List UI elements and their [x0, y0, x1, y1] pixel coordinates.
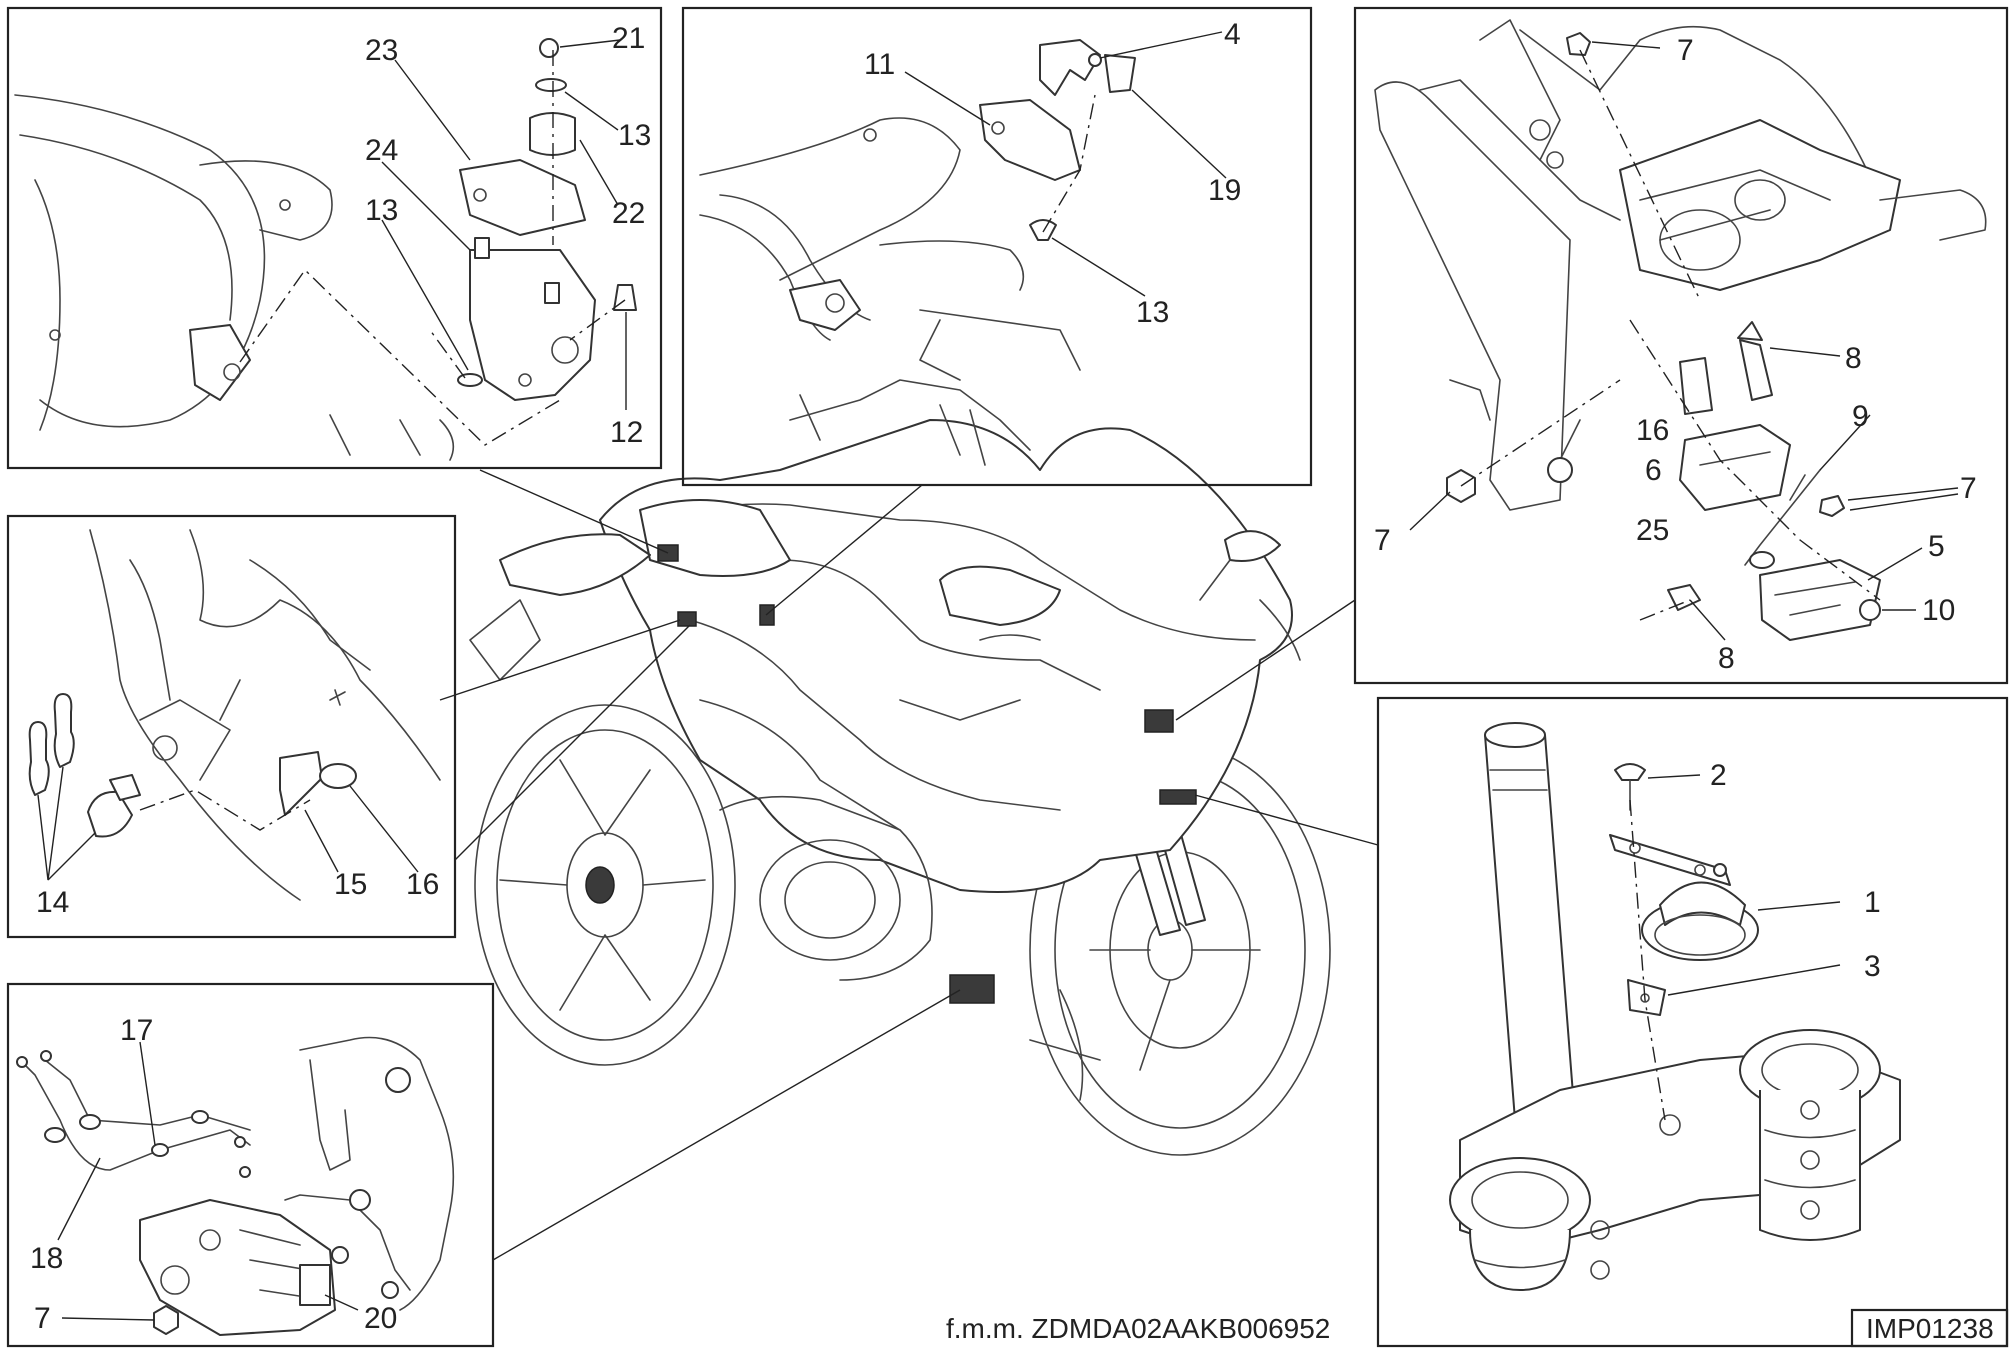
nut-icon	[153, 1305, 179, 1335]
bracket-part	[1627, 979, 1666, 1016]
key-icon	[53, 693, 75, 768]
callout-21: 21	[612, 22, 645, 55]
callout-17: 17	[120, 1014, 153, 1047]
clip-part	[1039, 39, 1101, 96]
callout-13c: 13	[1136, 296, 1169, 329]
callout-6: 6	[1645, 454, 1662, 487]
fitting-icon	[16, 1056, 28, 1068]
panel-frame	[1376, 696, 2009, 1348]
control-module	[1759, 559, 1881, 641]
panel-seat-area: 11 4 19 13	[681, 6, 1313, 487]
panel-frame	[1353, 6, 2009, 685]
callout-3: 3	[1864, 950, 1881, 983]
callout-24: 24	[365, 134, 398, 167]
frame-number: f.m.m. ZDMDA02AAKB006952	[946, 1313, 1330, 1344]
callout-8a: 8	[1845, 342, 1862, 375]
hook-mount	[189, 324, 251, 401]
callout-15: 15	[334, 868, 367, 901]
callout-10: 10	[1922, 594, 1955, 627]
callout-9: 9	[1852, 400, 1869, 433]
panel-horn: 2 1 3	[1376, 696, 2009, 1348]
callout-23: 23	[365, 34, 398, 67]
control-module	[1679, 424, 1791, 511]
screw-icon	[1029, 219, 1057, 241]
nut-icon	[1088, 53, 1102, 67]
callout-7c: 7	[1374, 524, 1391, 557]
horn-bracket	[1609, 834, 1731, 886]
nut-icon	[1566, 32, 1591, 56]
callout-19: 19	[1208, 174, 1241, 207]
callout-5: 5	[1928, 530, 1945, 563]
sensor-part	[459, 159, 586, 236]
key-icon	[28, 721, 50, 796]
panel-frame	[6, 982, 495, 1348]
callout-12: 12	[610, 416, 643, 449]
abs-module	[139, 1199, 336, 1336]
callout-16: 16	[1636, 414, 1669, 447]
callout-13b: 13	[365, 194, 398, 227]
rubber-mount	[1679, 357, 1713, 415]
screw-icon	[1614, 763, 1646, 781]
callout-8b: 8	[1718, 642, 1735, 675]
reference-box	[1850, 1308, 2009, 1348]
lock-cylinder	[87, 790, 133, 838]
nut-icon	[1859, 599, 1881, 621]
callout-22: 22	[612, 197, 645, 230]
callout-18: 18	[30, 1242, 63, 1275]
callout-1: 1	[1864, 886, 1881, 919]
bolt-icon	[539, 38, 559, 58]
panel-rear-tail: 23 21 13 22 24 13 12	[6, 6, 663, 470]
washer-icon	[319, 763, 357, 789]
bracket-part	[469, 249, 596, 401]
callout-7b: 7	[1960, 472, 1977, 505]
callout-16b: 16	[406, 868, 439, 901]
callout-25: 25	[1636, 514, 1669, 547]
bracket-part	[279, 751, 323, 816]
panel-frame	[681, 6, 1313, 487]
panel-front-subframe: 7 8 16 9 6 7 25 7 5 10 8	[1353, 6, 2009, 685]
panel-frame	[6, 6, 663, 470]
callout-2: 2	[1710, 759, 1727, 792]
callout-7d: 7	[34, 1302, 51, 1335]
panel-frame	[6, 514, 457, 939]
motorcycle-illustration	[469, 419, 1331, 1156]
sensor-bracket	[979, 99, 1081, 181]
callout-11: 11	[864, 48, 895, 81]
callout-13: 13	[618, 119, 651, 152]
reference-code: IMP01238	[1866, 1313, 1994, 1344]
callout-connectors	[439, 469, 1379, 1261]
callout-14: 14	[36, 886, 69, 919]
fitting-icon	[40, 1050, 52, 1062]
washer-icon	[535, 78, 567, 92]
callout-4: 4	[1224, 18, 1241, 51]
panel-ignition: 14 15 16	[6, 514, 457, 939]
panel-abs-unit: 17 18 7 20	[6, 982, 495, 1348]
footer: f.m.m. ZDMDA02AAKB006952 IMP01238	[946, 1308, 2009, 1348]
callout-20: 20	[364, 1302, 397, 1335]
callout-7a: 7	[1677, 34, 1694, 67]
